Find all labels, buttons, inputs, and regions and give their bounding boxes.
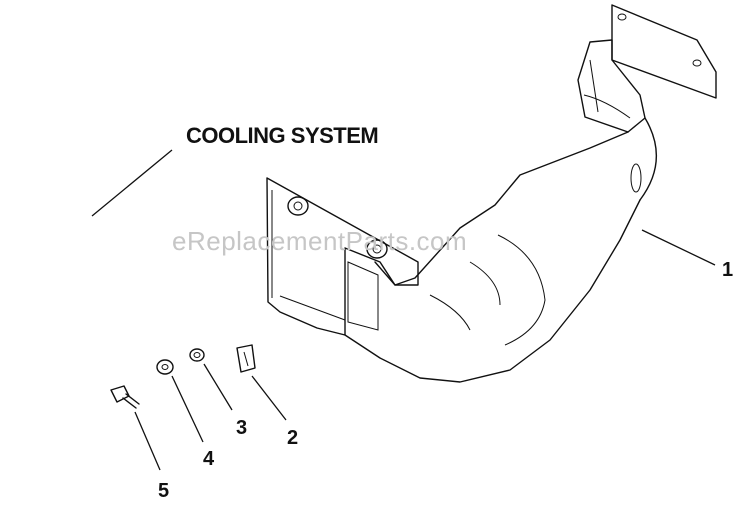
callout-2: 2 [287, 427, 299, 449]
part-4-washer [156, 359, 174, 375]
part-5-leader-line [134, 411, 161, 471]
callout-3: 3 [236, 417, 248, 439]
diagram-title: COOLING SYSTEM [186, 123, 379, 148]
watermark: eReplacementParts.com [172, 226, 468, 256]
part-5-bolt [110, 385, 140, 409]
part-3-leader-line [203, 363, 233, 411]
callout-1: 1 [722, 259, 734, 281]
title-leader-line [91, 149, 173, 217]
part-1-leader-line [641, 229, 716, 266]
part-1-air-shroud [266, 4, 717, 383]
part-3-spacer [189, 348, 205, 362]
callout-4: 4 [203, 448, 215, 470]
part-4-leader-line [171, 375, 204, 443]
callout-5: 5 [158, 480, 170, 502]
part-2-leader-line [251, 375, 287, 421]
part-2-clip-nut [236, 344, 256, 373]
